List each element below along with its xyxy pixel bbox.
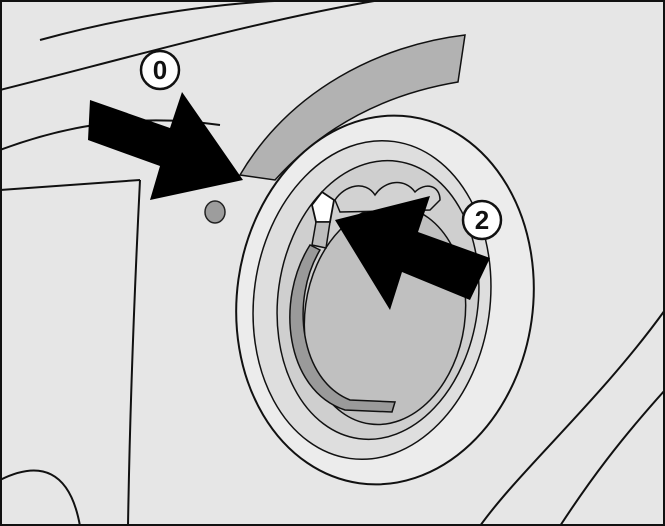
- bayonet-slot: [289, 244, 396, 413]
- right-curve-inner: [559, 389, 665, 526]
- callout-2: 2: [461, 199, 503, 241]
- arrow-0: [88, 92, 243, 200]
- bottom-left-bump: [0, 469, 81, 526]
- release-tab-stem: [311, 221, 331, 249]
- lens-release-tab: [311, 190, 335, 223]
- lamp-indicator-dot: [204, 200, 226, 224]
- arrow-2: [335, 196, 490, 310]
- upper-curve-line: [0, 0, 381, 91]
- callout-0-bubble: [139, 49, 181, 91]
- right-curve-outer: [479, 309, 665, 526]
- callout-2-bubble: [461, 199, 503, 241]
- callout-0: 0: [139, 49, 181, 91]
- panel-edge-line: [127, 179, 141, 526]
- panel-top-line: [0, 179, 141, 191]
- callout-2-label: 2: [475, 205, 489, 235]
- callout-0-label: 0: [153, 55, 167, 85]
